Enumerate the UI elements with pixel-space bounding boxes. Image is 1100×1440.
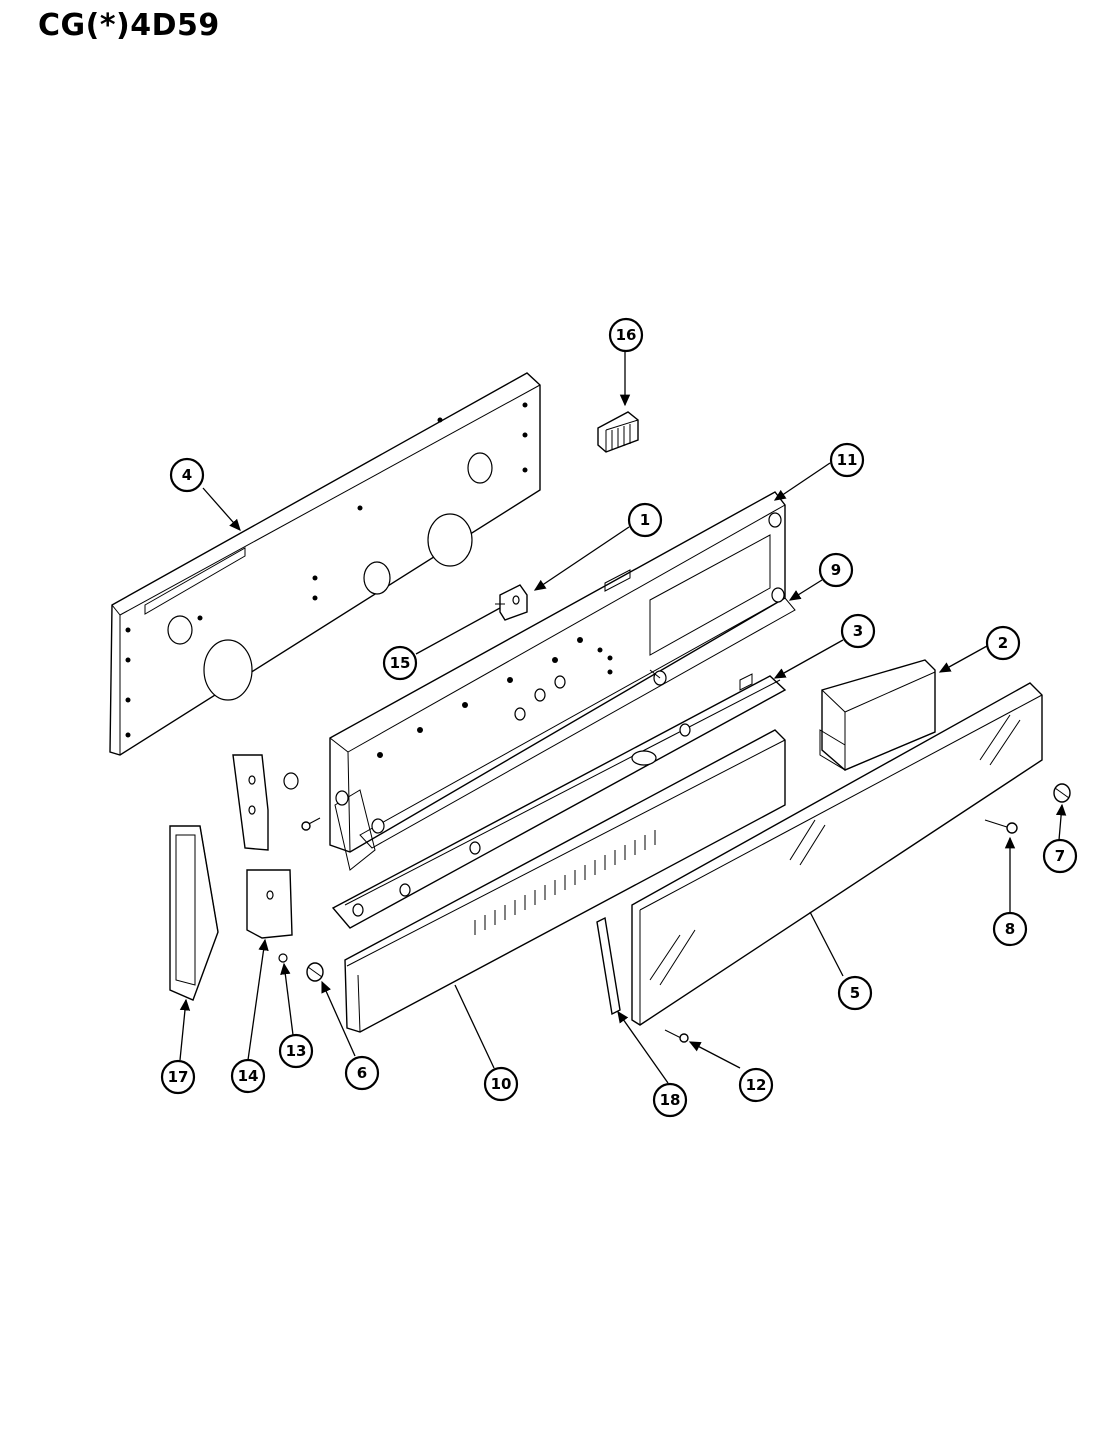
svg-text:7: 7 — [1055, 847, 1065, 865]
callout-16: 16 — [608, 317, 644, 353]
svg-text:18: 18 — [660, 1091, 681, 1109]
part-screw-small — [301, 817, 321, 831]
callout-6: 6 — [344, 1055, 380, 1091]
part-glass-panel — [631, 682, 1043, 1026]
svg-text:11: 11 — [837, 451, 858, 469]
callout-12: 12 — [738, 1067, 774, 1103]
svg-text:14: 14 — [238, 1067, 259, 1085]
callout-1: 1 — [627, 502, 663, 538]
part-knob-6 — [306, 962, 324, 982]
callout-4: 4 — [169, 457, 205, 493]
svg-text:12: 12 — [746, 1076, 767, 1094]
svg-text:16: 16 — [616, 326, 637, 344]
svg-text:15: 15 — [390, 654, 411, 672]
part-pin — [649, 669, 667, 686]
callout-2: 2 — [985, 625, 1021, 661]
part-trim-strip — [331, 673, 787, 929]
part-vented-front-panel — [344, 729, 786, 1033]
callout-13: 13 — [278, 1033, 314, 1069]
model-title: CG(*)4D59 — [38, 8, 220, 43]
svg-text:5: 5 — [850, 984, 860, 1002]
part-knob-7 — [1053, 783, 1071, 803]
svg-text:9: 9 — [831, 561, 841, 579]
part-screw-8 — [984, 819, 1018, 834]
svg-text:3: 3 — [853, 622, 863, 640]
callout-10: 10 — [483, 1066, 519, 1102]
callout-5: 5 — [837, 975, 873, 1011]
part-strip — [596, 916, 621, 1016]
svg-text:10: 10 — [491, 1075, 512, 1093]
part-clip-16 — [597, 411, 639, 453]
callout-14: 14 — [230, 1058, 266, 1094]
callout-11: 11 — [829, 442, 865, 478]
svg-text:1: 1 — [640, 511, 650, 529]
svg-text:8: 8 — [1005, 920, 1015, 938]
callout-18: 18 — [652, 1082, 688, 1118]
part-side-trim — [169, 825, 219, 1001]
svg-text:4: 4 — [182, 466, 192, 484]
part-switch — [495, 584, 528, 621]
svg-text:13: 13 — [286, 1042, 307, 1060]
svg-text:17: 17 — [168, 1068, 189, 1086]
callout-17: 17 — [160, 1059, 196, 1095]
callout-7: 7 — [1042, 838, 1078, 874]
callout-15: 15 — [382, 645, 418, 681]
callout-9: 9 — [818, 552, 854, 588]
part-washer-13 — [278, 953, 288, 963]
part-bracket — [232, 754, 293, 939]
part-back-panel — [109, 372, 541, 790]
part-clock-module — [819, 659, 936, 771]
svg-text:6: 6 — [357, 1064, 367, 1082]
callout-8: 8 — [992, 911, 1028, 947]
part-screw-12 — [664, 1029, 689, 1043]
callout-3: 3 — [840, 613, 876, 649]
svg-text:2: 2 — [998, 634, 1008, 652]
